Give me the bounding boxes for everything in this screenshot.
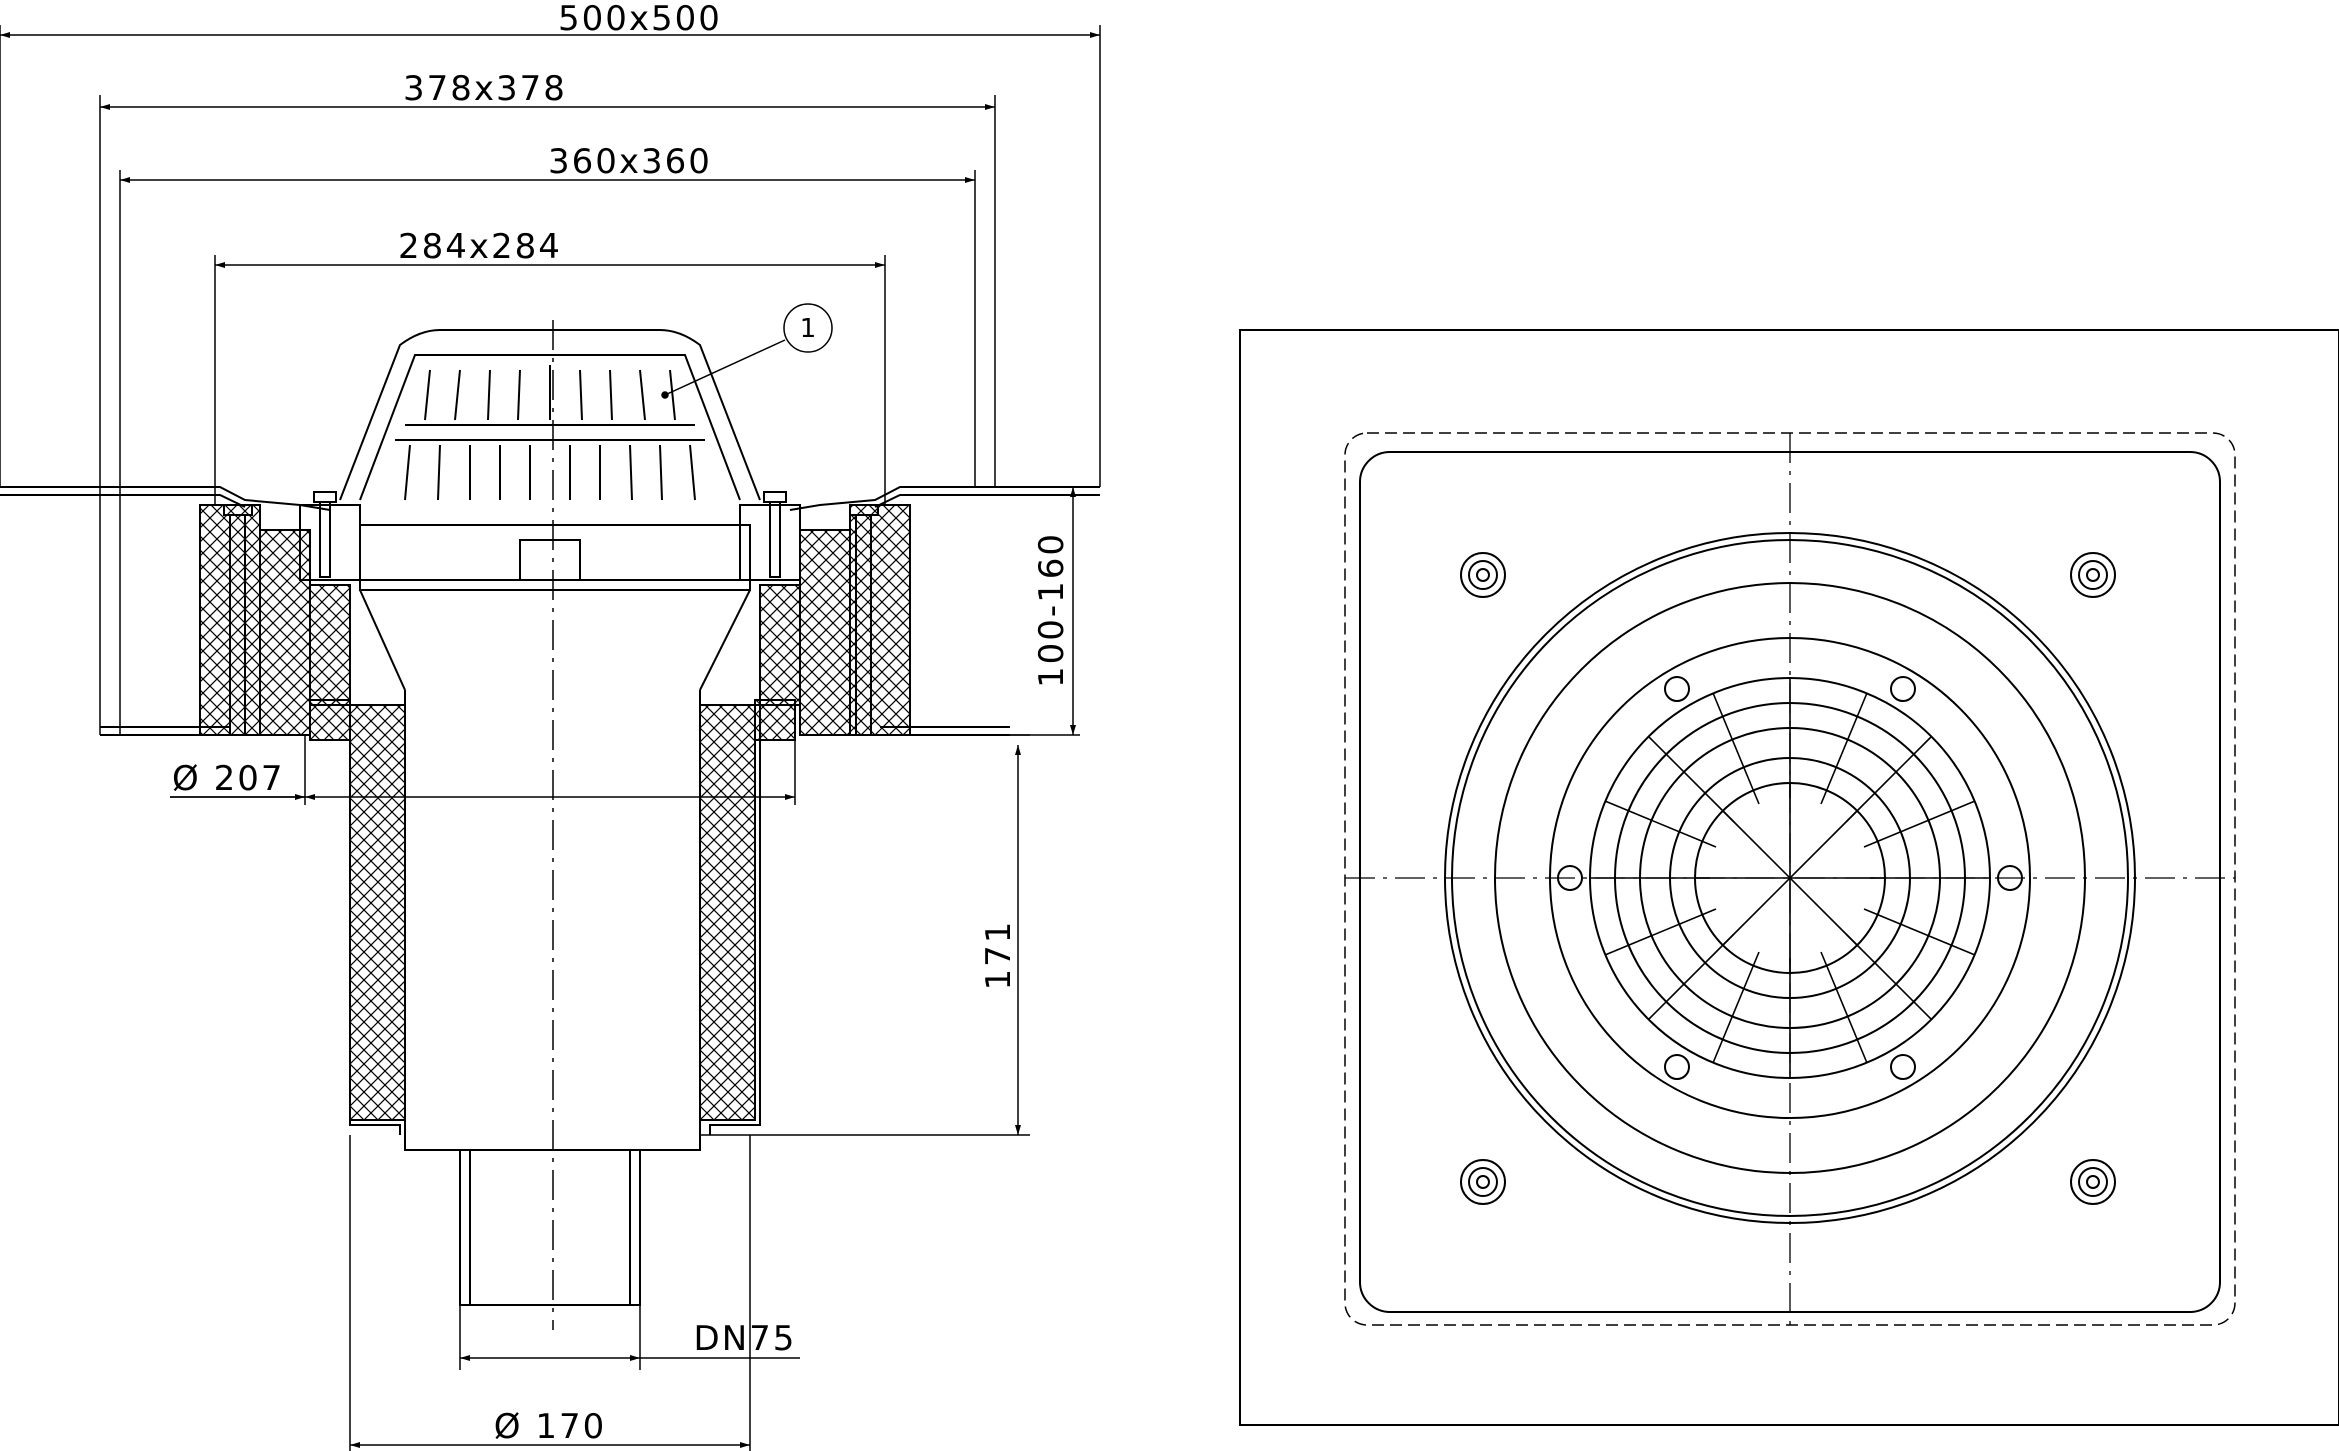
plan-ring-outer: [1444, 532, 2136, 1224]
section-view: [0, 320, 1100, 1330]
plan-bolts: [1460, 552, 2116, 1205]
gravel-guard: [339, 329, 761, 501]
dim-100-160: 100-160: [1032, 532, 1072, 688]
dim-collar-diameter: Ø 207: [172, 759, 284, 799]
callout-label: 1: [800, 314, 817, 344]
plan-ring-outer-2: [1451, 539, 2129, 1217]
plan-ribs: [1590, 678, 1990, 1078]
membrane: [0, 486, 1100, 511]
dim-378x378: 378x378: [403, 69, 567, 109]
dim-360x360: 360x360: [548, 142, 712, 182]
bolts: [223, 491, 879, 735]
dimension-texts: 500x500 378x378 360x360 284x284 100-160 …: [172, 0, 1072, 1447]
clamp-ring: [299, 504, 801, 591]
dim-284x284: 284x284: [398, 227, 562, 267]
plan-outer-sheet: [1239, 329, 2339, 1426]
plan-clamp-screws: [1557, 676, 2023, 1080]
outlet-spigot: [459, 1150, 641, 1306]
dim-dn75: DN75: [694, 1319, 797, 1359]
dim-171: 171: [979, 920, 1019, 991]
plan-ring-clamp: [1549, 637, 2031, 1119]
dim-500x500: 500x500: [558, 0, 722, 39]
dimension-lines: [0, 25, 1101, 1451]
dim-body-diameter: Ø 170: [494, 1407, 606, 1447]
plan-view: [1239, 329, 2339, 1426]
inner-pipe: [359, 589, 751, 1151]
body-walls: [349, 705, 761, 1135]
plan-ring-mid: [1494, 582, 2086, 1174]
insulation-hatch: [199, 504, 911, 1121]
callout-balloon: [783, 303, 833, 353]
